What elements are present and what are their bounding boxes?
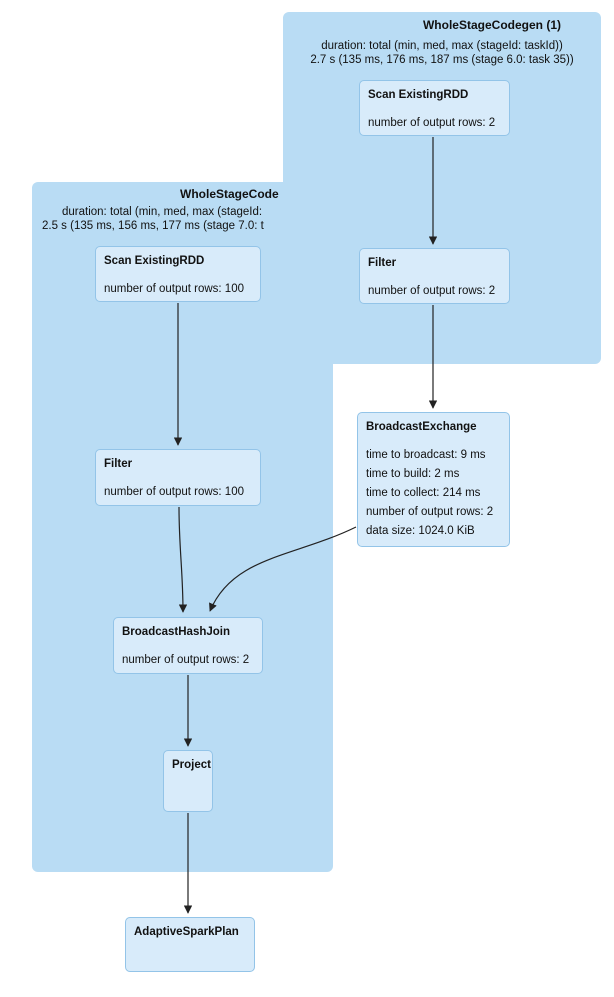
plan-node-broadcast-hash-join[interactable]: BroadcastHashJoin number of output rows:… [113,617,263,674]
plan-node-adaptive-spark-plan[interactable]: AdaptiveSparkPlan [125,917,255,972]
node-metric: number of output rows: 2 [368,285,496,297]
cluster-duration-line1: duration: total (min, med, max (stageId: [62,206,263,218]
node-title: Scan ExistingRDD [104,255,205,267]
node-metric: number of output rows: 2 [368,117,496,129]
node-metric: number of output rows: 100 [104,283,244,295]
node-metric: number of output rows: 100 [104,486,244,498]
node-title: AdaptiveSparkPlan [134,926,239,938]
cluster-duration-line2: 2.5 s (135 ms, 156 ms, 177 ms (stage 7.0… [42,220,264,232]
node-title: BroadcastExchange [366,421,477,433]
plan-node-filter-2[interactable]: Filter number of output rows: 100 [95,449,261,506]
plan-node-filter-1[interactable]: Filter number of output rows: 2 [359,248,510,304]
node-metric: time to build: 2 ms [366,468,460,480]
cluster-wholestagecodegen-1: WholeStageCodegen (1) duration: total (m… [283,12,601,364]
cluster-duration-line1: duration: total (min, med, max (stageId:… [321,40,563,52]
plan-node-scan-existingrdd-1[interactable]: Scan ExistingRDD number of output rows: … [359,80,510,136]
cluster-title: WholeStageCodegen (1) [422,18,561,32]
plan-node-project[interactable]: Project [163,750,213,812]
node-title: Project [172,759,211,771]
node-metric: number of output rows: 2 [122,654,250,666]
cluster-title: WholeStageCode [180,187,279,201]
node-metric: data size: 1024.0 KiB [366,525,475,537]
node-title: Filter [368,257,397,269]
node-title: BroadcastHashJoin [122,626,231,638]
node-metric: number of output rows: 2 [366,506,494,518]
cluster-duration-line2: 2.7 s (135 ms, 176 ms, 187 ms (stage 6.0… [310,54,574,66]
node-title: Filter [104,458,133,470]
node-metric: time to collect: 214 ms [366,487,481,499]
plan-node-scan-existingrdd-2[interactable]: Scan ExistingRDD number of output rows: … [95,246,261,302]
plan-node-broadcast-exchange[interactable]: BroadcastExchange time to broadcast: 9 m… [357,412,510,547]
node-metric: time to broadcast: 9 ms [366,449,486,461]
node-title: Scan ExistingRDD [368,89,469,101]
